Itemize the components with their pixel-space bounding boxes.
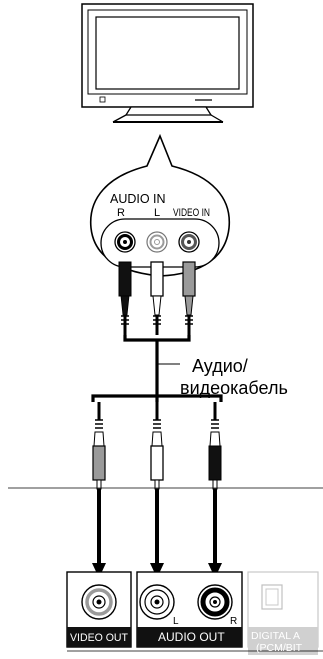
tv-l-label: L (154, 207, 160, 219)
tv-l-plug (150, 261, 164, 335)
player-audio-out-r-jack (197, 584, 233, 620)
digital-audio-label: DIGITAL A (251, 630, 300, 642)
television-icon (81, 3, 254, 123)
connection-arrows (92, 489, 222, 578)
video-out-label: VIDEO OUT (70, 632, 128, 644)
tv-audio-in-r-jack (114, 231, 136, 253)
video-in-label: VIDEO IN (173, 207, 210, 219)
player-video-out-jack (81, 584, 117, 620)
tv-r-plug (118, 261, 132, 335)
tv-video-plug (182, 261, 196, 335)
audio-out-label: AUDIO OUT (158, 630, 225, 644)
av-cable (91, 335, 223, 402)
player-r-plug (208, 402, 222, 490)
digital-format-label: (PCM/BIT (256, 642, 303, 654)
cable-label-line1: Аудио/ (192, 356, 248, 376)
player-l-label: L (173, 616, 179, 627)
audio-in-label: AUDIO IN (110, 192, 166, 206)
player-l-plug (150, 402, 164, 490)
cable-label-line2: видеокабель (180, 378, 288, 398)
player-r-label: R (230, 616, 237, 627)
tv-video-in-jack (178, 231, 200, 253)
tv-terminal-callout (89, 133, 231, 277)
player-video-plug (92, 402, 106, 490)
player-audio-out-l-jack (139, 584, 175, 620)
tv-audio-in-l-jack (146, 231, 168, 253)
tv-r-label: R (117, 207, 125, 219)
